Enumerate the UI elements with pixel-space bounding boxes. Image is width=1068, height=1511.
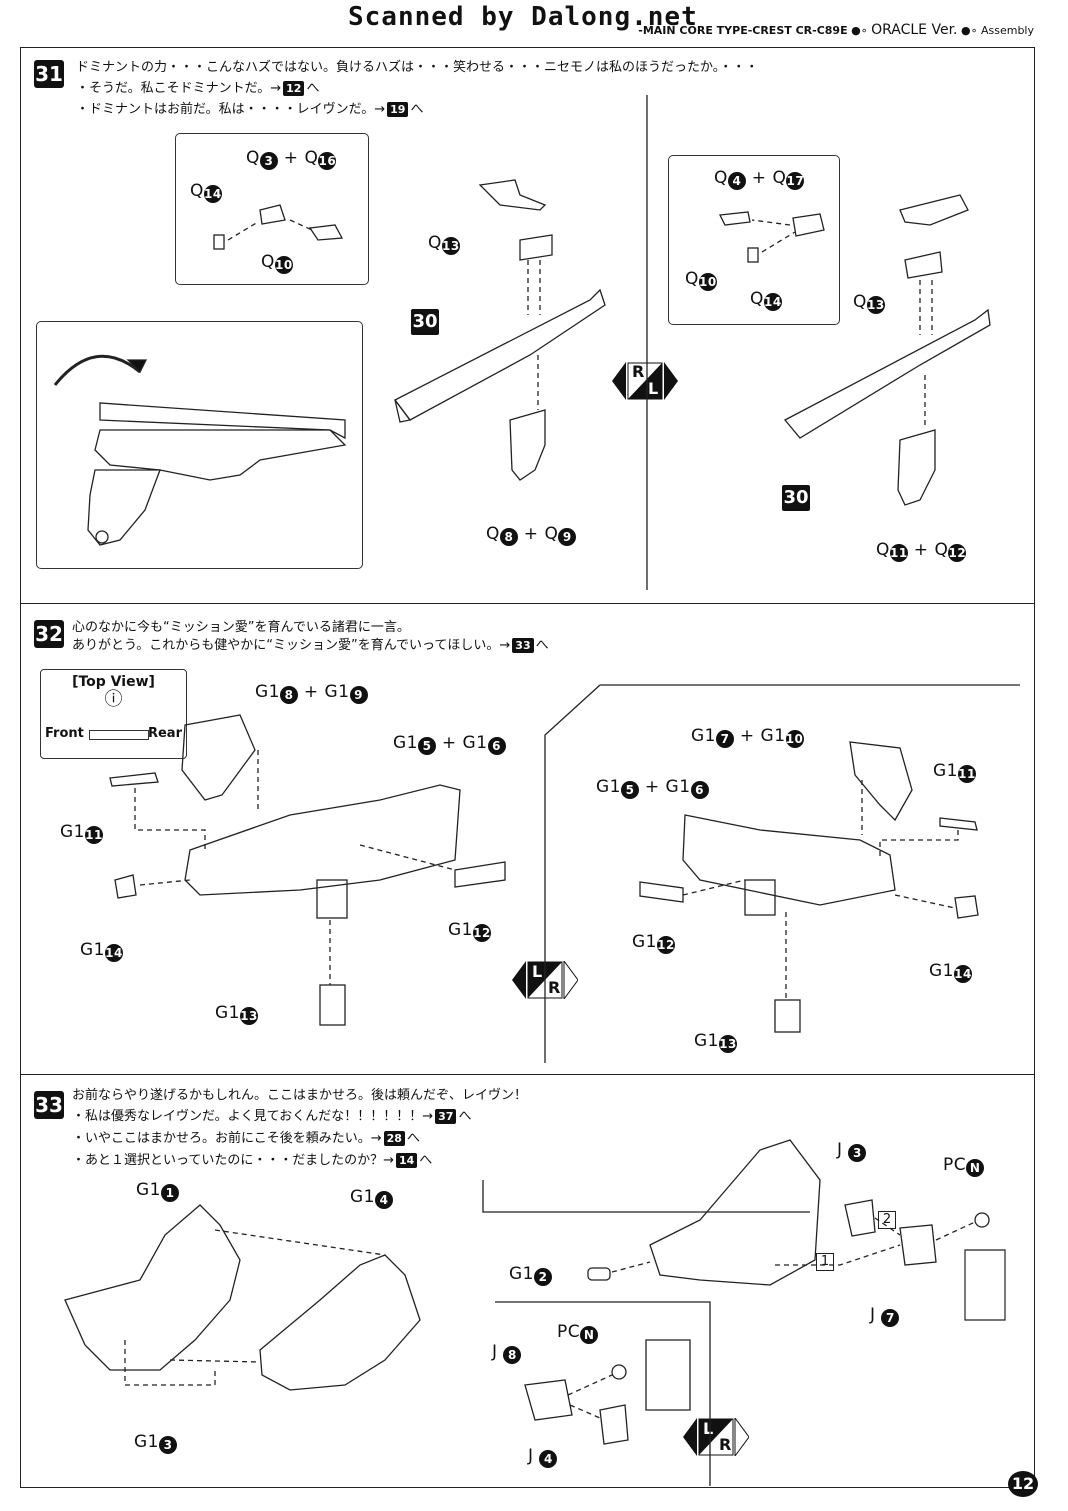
part-label-g11-right: G111 xyxy=(933,761,976,783)
dots-icon: ●∘ xyxy=(851,24,868,37)
part-label-q10-right: Q10 xyxy=(685,269,717,291)
step-31-number: 31 xyxy=(34,60,64,88)
part-label-q10: Q10 xyxy=(261,252,293,274)
page-number: 12 xyxy=(1008,1471,1038,1497)
scan-credit: Scanned by Dalong.net xyxy=(348,2,698,32)
side-switch-lr-33: L R xyxy=(683,1416,750,1458)
dots-icon: ●∘ xyxy=(960,24,978,37)
part-label-g11: G111 xyxy=(60,822,103,844)
part-label-j3: J 3 xyxy=(837,1140,867,1162)
part-label-g13-right: G113 xyxy=(694,1031,737,1053)
part-label-q13: Q13 xyxy=(428,233,460,255)
goto-step-box[interactable]: 33 xyxy=(512,638,534,653)
order-badge-1: 1 xyxy=(816,1253,834,1271)
switch-letter-right: R xyxy=(548,978,561,997)
page-header: -MAIN CORE TYPE-CREST CR-C89E ●∘ ORACLE … xyxy=(638,22,1034,38)
goto-step-box[interactable]: 37 xyxy=(435,1109,457,1124)
goto-step-box[interactable]: 28 xyxy=(383,1131,405,1146)
part-label-30-right: 30 xyxy=(782,485,810,511)
part-label-j7: J 7 xyxy=(870,1305,900,1327)
switch-letter-left: L xyxy=(703,1419,714,1438)
part-label-q11-q12: Q11 + Q12 xyxy=(876,540,967,562)
goto-step-box[interactable]: 19 xyxy=(387,102,409,117)
part-label-q13-right: Q13 xyxy=(853,292,885,314)
model-line: -MAIN CORE TYPE-CREST CR-C89E xyxy=(638,24,848,37)
part-label-j4: J 4 xyxy=(528,1446,558,1468)
part-label-g12-right: G112 xyxy=(632,932,675,954)
switch-letter-right: L xyxy=(648,379,659,398)
step-31-line-1: ドミナントの力・・・こんなハズではない。負けるハズは・・・笑わせる・・・ニセモノ… xyxy=(76,60,759,75)
switch-letter-left: L xyxy=(532,962,543,981)
top-view-box: [Top View] ⓘ Front Rear xyxy=(40,669,187,759)
side-switch-rl: R L xyxy=(612,362,678,400)
section-label: Assembly xyxy=(980,24,1034,37)
switch-letter-right: R xyxy=(719,1435,732,1454)
step-32-number: 32 xyxy=(34,620,64,648)
part-label-g14: G114 xyxy=(80,940,123,962)
subassembly-box-right xyxy=(668,155,840,325)
top-view-title: [Top View] xyxy=(72,674,155,690)
step-32-line-1: 心のなかに今も“ミッション愛”を育んでいる諸君に一言。 xyxy=(72,620,410,635)
step-33-line-1: お前ならやり遂げるかもしれん。ここはまかせろ。後は頼んだぞ、レイヴン！ xyxy=(72,1088,528,1103)
switch-letter-left: R xyxy=(632,362,645,381)
front-label: Front xyxy=(45,726,84,741)
subassembly-box-left xyxy=(175,133,369,285)
version-label: ORACLE Ver. xyxy=(871,22,958,38)
step-33-number: 33 xyxy=(34,1091,64,1119)
step-33-panel xyxy=(20,1074,1035,1488)
goto-step-box[interactable]: 12 xyxy=(283,81,305,96)
part-label-g14-right: G114 xyxy=(929,961,972,983)
diamond-switch-icon xyxy=(612,362,678,400)
diamond-switch-icon xyxy=(683,1416,750,1458)
part-label-g13: G113 xyxy=(215,1003,258,1025)
part-label-g12: G112 xyxy=(448,920,491,942)
step-31-panel xyxy=(20,47,1035,605)
part-label-j8: J 8 xyxy=(492,1342,522,1364)
top-view-part-icon xyxy=(89,730,149,740)
part-label-30: 30 xyxy=(411,309,439,335)
goto-step-box[interactable]: 14 xyxy=(395,1153,418,1168)
caution-icon: ⓘ xyxy=(104,689,123,710)
part-label-q14-right: Q14 xyxy=(750,289,782,311)
rear-label: Rear xyxy=(147,726,182,741)
part-label-q14: Q14 xyxy=(190,181,222,203)
completed-view-box xyxy=(36,321,363,569)
